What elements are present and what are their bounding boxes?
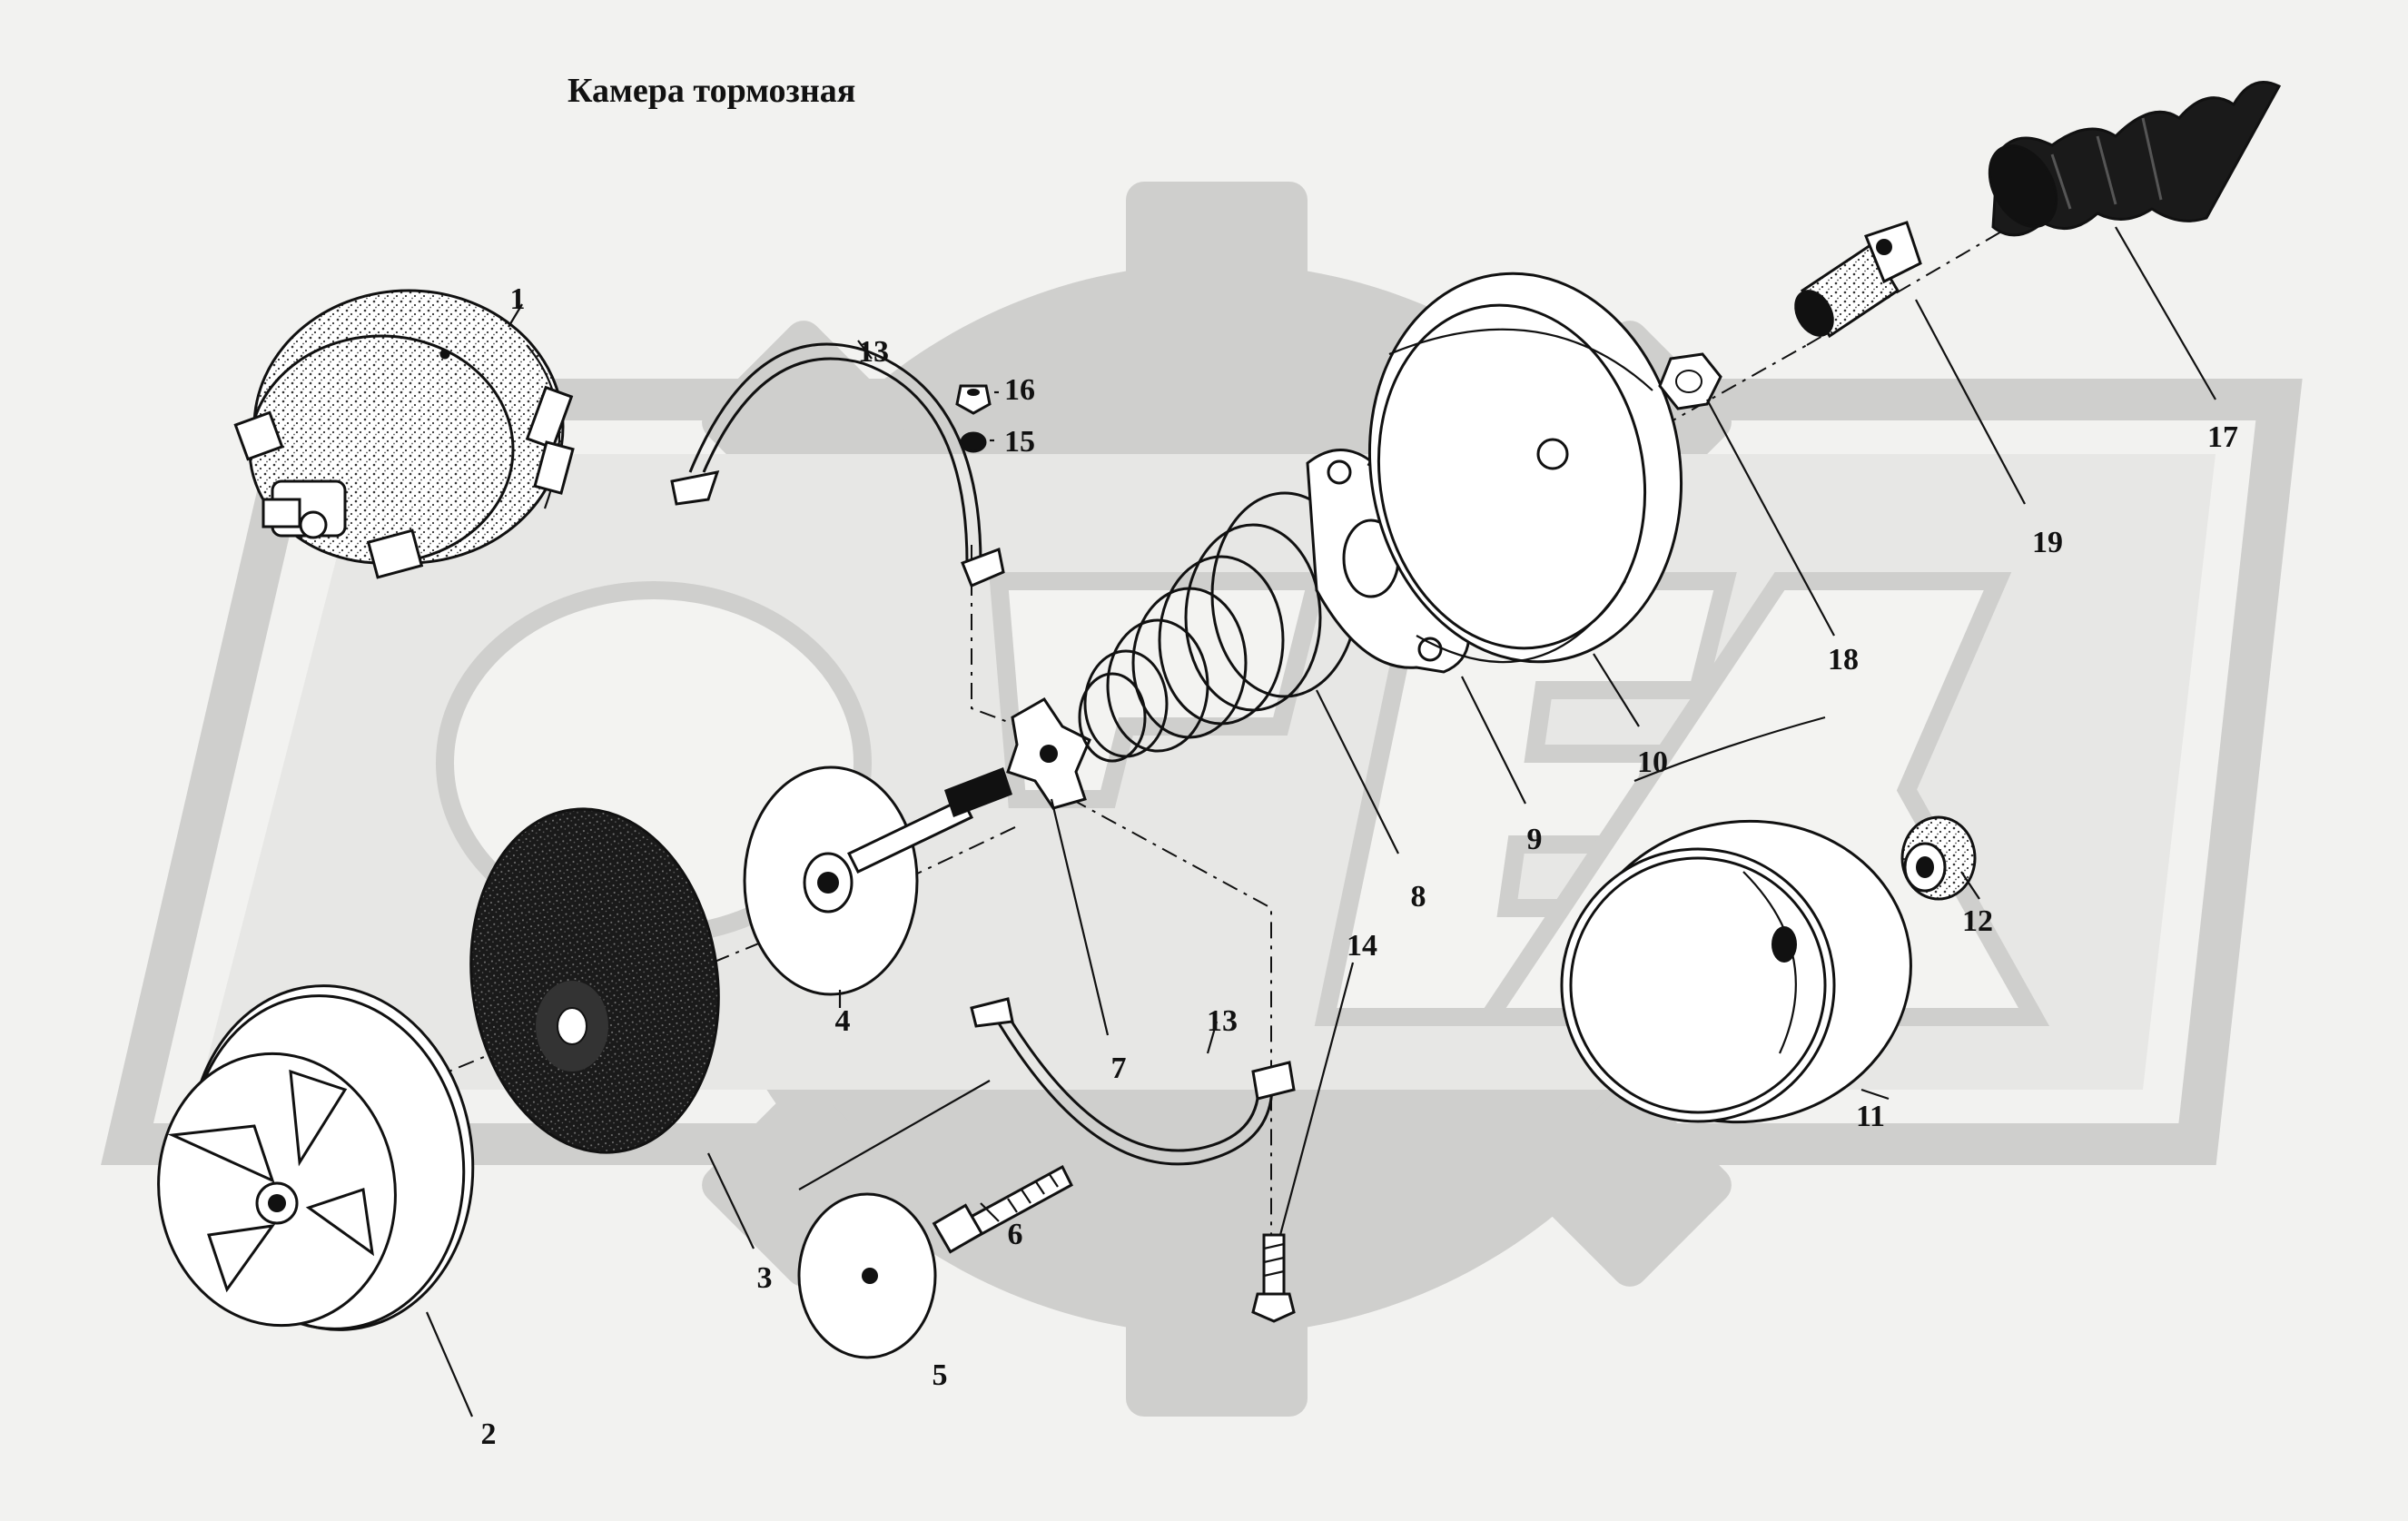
part-1-brake-chamber-assembly [233,289,575,579]
callout-5: 5 [933,1358,948,1392]
callout-1: 1 [510,282,526,316]
callout-9: 9 [1527,823,1543,856]
part-12-nut [1900,815,1977,901]
diagram-title: Камера тормозная [567,72,855,110]
callout-6: 6 [1008,1218,1023,1251]
part-6-bolt [932,1164,1073,1254]
callout-10: 10 [1637,746,1668,779]
part-2-chamber-cover [157,984,475,1331]
part-8-return-spring [1078,491,1359,763]
callout-labels: 1 2 3 4 5 6 7 8 9 10 11 12 13 13 14 15 1… [481,282,2239,1451]
leader-lines [425,226,2216,1417]
callout-12: 12 [1962,904,1993,938]
callout-13-upper: 13 [858,335,889,369]
part-14-clamp-bolt [1251,1233,1296,1323]
callout-14: 14 [1347,929,1377,963]
part-10-spring-housing [1367,272,1683,664]
part-18-lock-nut [1658,352,1722,410]
part-13-clamp-upper [670,342,1005,588]
part-13-clamp-lower [970,997,1296,1166]
callout-15: 15 [1004,425,1035,459]
callout-3: 3 [757,1261,773,1295]
callout-18: 18 [1828,643,1859,677]
callout-17: 17 [2207,420,2238,454]
callout-8: 8 [1411,880,1426,914]
part-4-push-rod-disc [743,765,1012,996]
callout-11: 11 [1856,1100,1885,1133]
callout-13-lower: 13 [1207,1004,1238,1038]
callout-16: 16 [1004,373,1035,407]
part-17-protective-boot [1988,81,2282,237]
callout-4: 4 [835,1004,851,1038]
callout-7: 7 [1111,1052,1127,1085]
part-19-clevis-fork [1794,221,1922,339]
part-5-small-disc [797,1192,937,1359]
part-11-ring-housing [1560,819,1912,1124]
part-16-nut [955,384,992,415]
part-7-star-washer [1006,697,1091,810]
callout-2: 2 [481,1417,497,1451]
part-15-washer [960,431,987,453]
callout-19: 19 [2032,526,2063,559]
part-3-diaphragm [469,807,720,1154]
